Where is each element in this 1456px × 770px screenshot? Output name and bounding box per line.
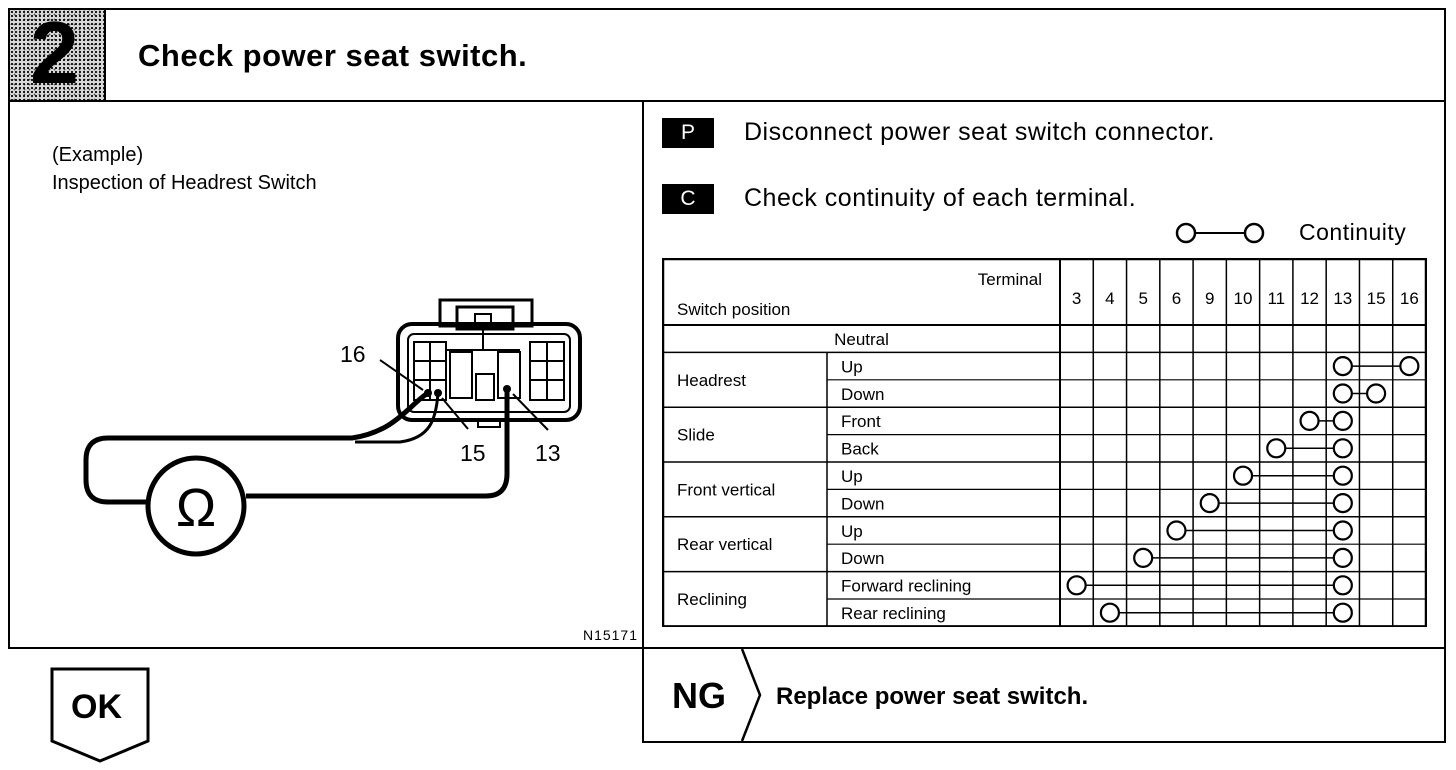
row-label: Up <box>841 522 863 541</box>
continuity-symbol-icon <box>1175 222 1265 244</box>
check-badge: C <box>662 184 714 214</box>
terminal-col-header: 3 <box>1072 289 1081 308</box>
continuity-mark <box>1332 493 1353 514</box>
row-label: Down <box>841 549 884 568</box>
switch-position-header: Switch position <box>677 300 790 319</box>
step-number: 2 <box>30 3 79 102</box>
prepare-badge: P <box>662 118 714 148</box>
continuity-legend-label: Continuity <box>1299 219 1407 245</box>
chevron-right-icon <box>740 649 762 741</box>
continuity-mark <box>1232 465 1254 486</box>
terminal-col-header: 10 <box>1234 289 1253 308</box>
continuity-mark <box>1133 547 1154 568</box>
example-description: Inspection of Headrest Switch <box>52 172 317 194</box>
procedure-panel: P Disconnect power seat switch connector… <box>642 100 1446 649</box>
terminal-col-header: 15 <box>1367 289 1386 308</box>
connector-icon <box>396 298 582 428</box>
continuity-mark <box>1332 575 1353 596</box>
prepare-instruction: Disconnect power seat switch connector. <box>744 118 1216 146</box>
ok-arrow-icon <box>50 667 150 763</box>
group-label: Rear vertical <box>677 535 772 554</box>
illustration-panel: (Example) Inspection of Headrest Switch <box>8 100 644 649</box>
terminal-col-header: 6 <box>1172 289 1181 308</box>
ohmmeter-connector-diagram: Ω 16 15 13 <box>83 298 582 557</box>
step-title: Check power seat switch. <box>138 38 528 73</box>
figure-code: N15171 <box>582 627 638 643</box>
terminal-15-label: 15 <box>460 440 486 466</box>
continuity-mark <box>1066 575 1087 596</box>
terminal-col-header: 9 <box>1205 289 1214 308</box>
group-label: Reclining <box>677 590 747 609</box>
terminal-16-label: 16 <box>340 341 366 367</box>
row-label: Up <box>841 467 863 486</box>
continuity-mark <box>1332 383 1353 404</box>
example-label: (Example) <box>52 144 144 166</box>
step-number-badge: 2 <box>10 3 106 102</box>
continuity-mark <box>1332 602 1353 623</box>
continuity-mark <box>1332 520 1353 541</box>
ng-panel: NG Replace power seat switch. <box>642 647 1446 743</box>
check-instruction: Check continuity of each terminal. <box>744 184 1137 212</box>
continuity-mark <box>1099 602 1121 623</box>
row-label-neutral: Neutral <box>834 330 889 349</box>
continuity-mark <box>1332 547 1353 568</box>
terminal-col-header: 12 <box>1300 289 1319 308</box>
ohm-symbol: Ω <box>176 478 216 538</box>
terminal-col-header: 5 <box>1138 289 1147 308</box>
row-label: Front <box>841 412 881 431</box>
terminal-13-label: 13 <box>535 440 561 466</box>
continuity-mark <box>1199 493 1220 514</box>
continuity-mark <box>1166 520 1187 541</box>
group-label: Slide <box>677 426 715 445</box>
row-label: Back <box>841 440 879 459</box>
terminal-col-header: 4 <box>1105 289 1114 308</box>
continuity-mark <box>1332 465 1353 486</box>
continuity-mark <box>1266 438 1287 459</box>
continuity-mark <box>1399 355 1420 377</box>
ng-label: NG <box>672 675 726 716</box>
terminal-header: Terminal <box>978 270 1042 289</box>
row-label: Rear reclining <box>841 604 946 623</box>
continuity-mark <box>1332 438 1353 459</box>
ng-action: Replace power seat switch. <box>776 683 1089 710</box>
ok-label: OK <box>71 688 122 726</box>
continuity-mark <box>1365 383 1387 404</box>
terminal-col-header: 13 <box>1333 289 1352 308</box>
ohmmeter-icon: Ω <box>145 455 247 557</box>
terminal-col-header: 16 <box>1400 289 1419 308</box>
row-label: Down <box>841 385 884 404</box>
continuity-mark <box>1332 355 1353 377</box>
continuity-mark <box>1299 410 1320 431</box>
continuity-mark <box>1332 410 1353 431</box>
row-label: Down <box>841 494 884 513</box>
group-label: Front vertical <box>677 480 775 499</box>
row-label: Up <box>841 357 863 376</box>
group-label: Headrest <box>677 371 746 390</box>
terminal-col-header: 11 <box>1267 289 1285 308</box>
step-header: 2 Check power seat switch. <box>8 8 1446 102</box>
row-label: Forward reclining <box>841 577 971 596</box>
